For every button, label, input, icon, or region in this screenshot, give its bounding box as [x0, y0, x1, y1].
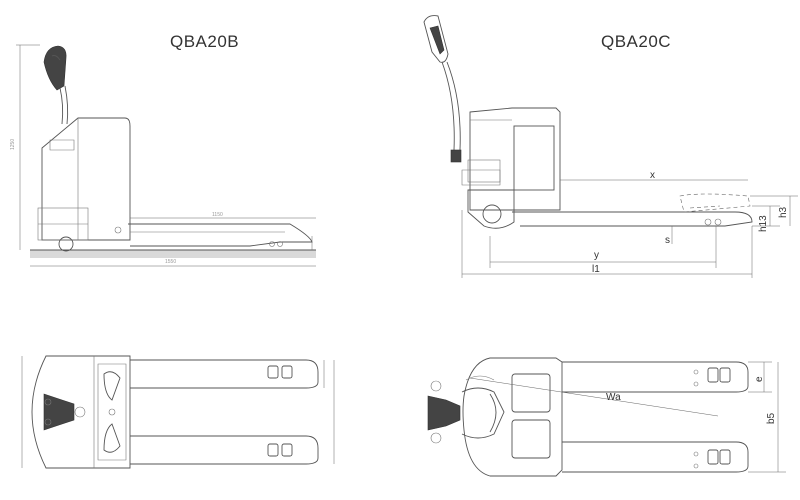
fork-top-upper-c: [562, 361, 749, 393]
fork: [128, 223, 313, 247]
fork-top-upper: [130, 359, 319, 389]
ground-hatch: [30, 250, 316, 258]
fork-c: [512, 211, 753, 227]
fork-top-lower: [130, 435, 319, 465]
qba20c-side-view: x y l1 s h13 h3: [423, 15, 798, 278]
raised-fork: [679, 193, 751, 213]
dim-h13-label: h13: [758, 215, 769, 232]
tiller-handle-c: [423, 15, 449, 63]
truck-body-c: [469, 107, 561, 211]
fork-top-lower-c: [562, 441, 749, 473]
qba20c-top-view: Wa e b5: [427, 357, 786, 477]
qba20b-title: QBA20B: [170, 32, 240, 51]
drive-wheel-c: [482, 204, 502, 224]
body-top: [31, 355, 131, 469]
dim-b5-label: b5: [766, 412, 777, 424]
qba20c-title: QBA20C: [601, 32, 672, 51]
dim-x-label: x: [650, 170, 655, 181]
dim-e-label: e: [754, 376, 765, 382]
dim-h3-label: h3: [778, 206, 789, 218]
tiller-handle: [43, 45, 67, 91]
dim-y-label: y: [594, 250, 599, 261]
truck-body: [41, 117, 131, 241]
svg-text:1250: 1250: [10, 139, 16, 150]
dim-wa-label: Wa: [606, 392, 621, 403]
qba20b-side-view: 1250 1150 1550: [10, 44, 316, 267]
svg-text:1150: 1150: [212, 212, 223, 218]
dim-s-label: s: [665, 235, 670, 246]
dim-l1-label: l1: [592, 264, 600, 275]
body-top-c: [462, 357, 563, 477]
svg-text:1550: 1550: [165, 259, 176, 265]
side-panel: [513, 125, 555, 191]
drive-wheel: [58, 236, 74, 252]
qba20b-top-view: [21, 355, 335, 469]
